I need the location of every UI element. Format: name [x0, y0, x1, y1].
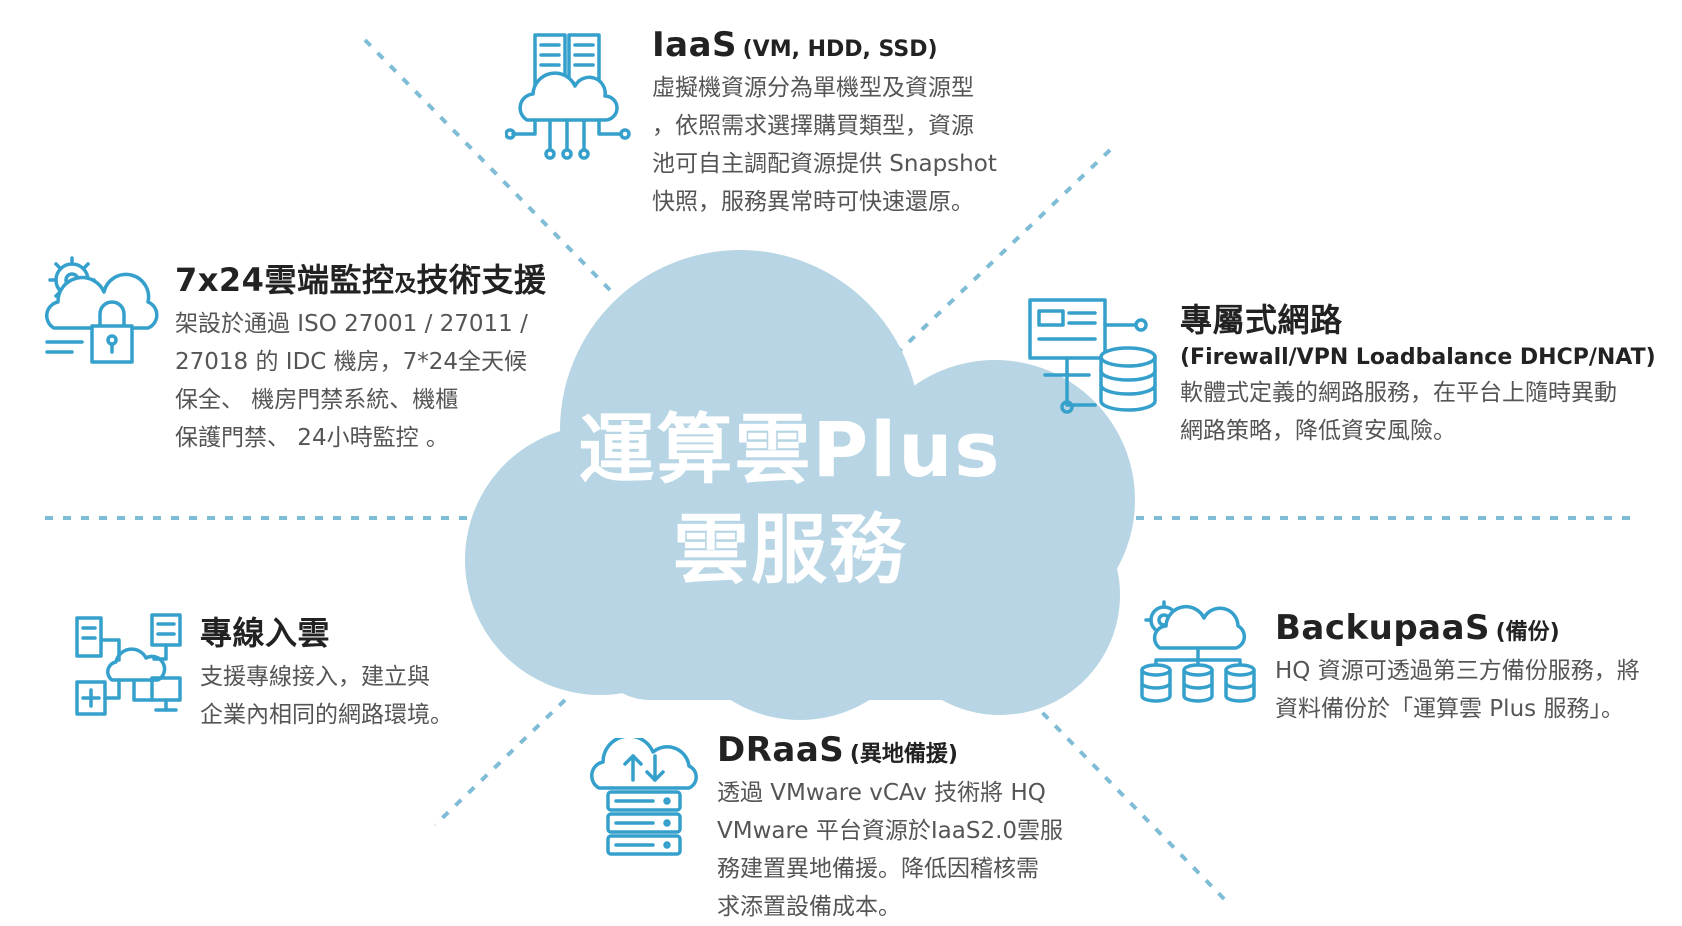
iaas-line: 池可自主調配資源提供 Snapshot [652, 151, 997, 177]
center-title-line2: 雲服務 [673, 505, 907, 594]
monitor-line: 架設於通過 ISO 27001 / 27011 / [175, 311, 528, 337]
iaas-title-row: IaaS (VM, HDD, SSD) [652, 25, 997, 65]
center-title-line1: 運算雲Plus [578, 405, 1002, 494]
draas-title: DRaaS [717, 730, 845, 770]
draas-line: 透過 VMware vCAv 技術將 HQ [717, 780, 1046, 806]
devices-cloud-icon [75, 613, 182, 716]
backup-block: BackupaaS (備份) HQ 資源可透過第三方備份服務，將 資料備份於「運… [1275, 608, 1640, 728]
monitor-block: 7x24雲端監控及技術支援 架設於通過 ISO 27001 / 27011 / … [175, 255, 546, 457]
backup-title-row: BackupaaS (備份) [1275, 608, 1640, 648]
iaas-line: ，依照需求選擇購買類型，資源 [652, 113, 974, 139]
leased-description: 支援專線接入，建立與 企業內相同的網路環境。 [200, 658, 453, 734]
iaas-description: 虛擬機資源分為單機型及資源型 ，依照需求選擇購買類型，資源 池可自主調配資源提供… [652, 69, 997, 221]
leased-line: 支援專線接入，建立與 [200, 664, 430, 690]
iaas-subtitle: (VM, HDD, SSD) [742, 37, 938, 62]
monitor-line: 保護門禁、 24小時監控 。 [175, 425, 449, 451]
backup-line: 資料備份於「運算雲 Plus 服務」。 [1275, 696, 1624, 722]
leased-block: 專線入雲 支援專線接入，建立與 企業內相同的網路環境。 [200, 608, 453, 734]
network-title: 專屬式網路 [1180, 301, 1343, 339]
backup-description: HQ 資源可透過第三方備份服務，將 資料備份於「運算雲 Plus 服務」。 [1275, 652, 1640, 728]
monitor-line: 保全、 機房門禁系統、機櫃 [175, 387, 459, 413]
leased-line: 企業內相同的網路環境。 [200, 702, 453, 728]
iaas-block: IaaS (VM, HDD, SSD) 虛擬機資源分為單機型及資源型 ，依照需求… [652, 25, 997, 221]
leased-title: 專線入雲 [200, 614, 331, 652]
monitor-line: 27018 的 IDC 機房，7*24全天候 [175, 349, 528, 375]
server-cloud-network-icon [505, 33, 631, 160]
backup-line: HQ 資源可透過第三方備份服務，將 [1275, 658, 1640, 684]
iaas-line: 虛擬機資源分為單機型及資源型 [652, 75, 974, 101]
draas-title-row: DRaaS (異地備援) [717, 730, 1063, 770]
backup-subtitle: (備份) [1495, 620, 1560, 645]
network-database-icon [1028, 298, 1157, 414]
monitor-title-end: 技術支援 [416, 261, 547, 299]
network-line: 網路策略，降低資安風險。 [1180, 418, 1456, 444]
backup-title: BackupaaS [1275, 608, 1491, 648]
center-title: 運算雲Plus 雲服務 [560, 400, 1020, 600]
draas-line: 務建置異地備援。降低因稽核需 [717, 856, 1039, 882]
cloud-server-sync-icon [590, 738, 698, 856]
network-block: 專屬式網路 (Firewall/VPN Loadbalance DHCP/NAT… [1180, 295, 1656, 450]
center-cloud [465, 250, 1135, 720]
network-description: 軟體式定義的網路服務，在平台上隨時異動 網路策略，降低資安風險。 [1180, 374, 1656, 450]
monitor-title-row: 7x24雲端監控及技術支援 [175, 255, 546, 301]
iaas-line: 快照，服務異常時可快速還原。 [652, 189, 974, 215]
draas-block: DRaaS (異地備援) 透過 VMware vCAv 技術將 HQ VMwar… [717, 730, 1063, 926]
line-top-left [363, 38, 612, 292]
draas-line: 求添置設備成本。 [717, 894, 901, 920]
draas-description: 透過 VMware vCAv 技術將 HQ VMware 平台資源於IaaS2.… [717, 774, 1063, 926]
cloud-gear-lock-icon [45, 256, 159, 364]
dashed-connector-lines [45, 38, 1640, 907]
line-bottom-right [1028, 698, 1232, 907]
monitor-title: 7x24雲端監控 [175, 261, 395, 299]
draas-subtitle: (異地備援) [849, 742, 958, 767]
line-top-right [888, 148, 1112, 362]
cloud-gear-databases-icon [1140, 600, 1256, 703]
draas-line: VMware 平台資源於IaaS2.0雲服 [717, 818, 1064, 844]
iaas-title: IaaS [652, 25, 738, 65]
leased-title-row: 專線入雲 [200, 608, 453, 654]
monitor-title-small: 及 [394, 272, 417, 297]
monitor-description: 架設於通過 ISO 27001 / 27011 / 27018 的 IDC 機房… [175, 305, 546, 457]
line-bottom-left [433, 698, 567, 827]
network-title-row: 專屬式網路 [1180, 295, 1656, 341]
network-subtitle: (Firewall/VPN Loadbalance DHCP/NAT) [1180, 345, 1656, 370]
network-line: 軟體式定義的網路服務，在平台上隨時異動 [1180, 380, 1617, 406]
